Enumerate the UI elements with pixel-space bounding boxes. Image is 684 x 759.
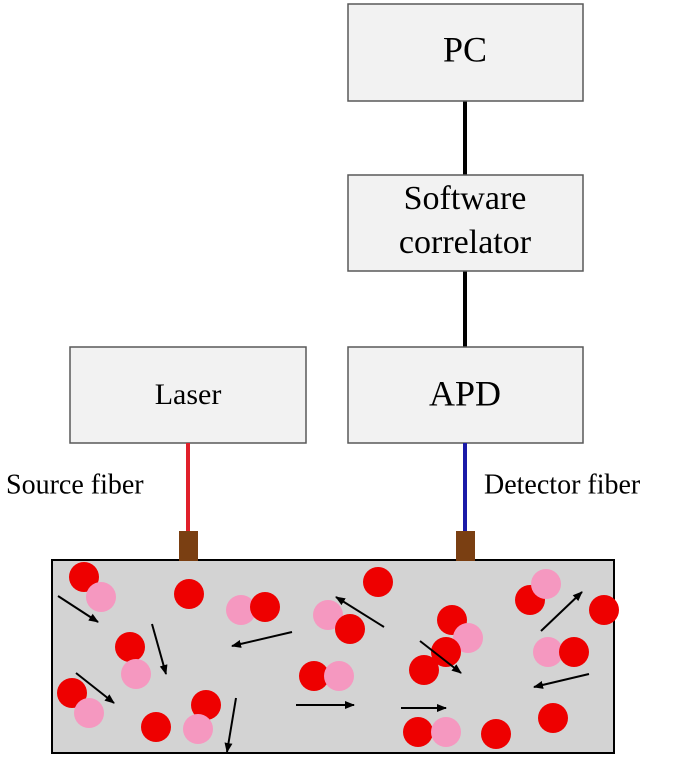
particle-light <box>313 600 343 630</box>
motion-arrow <box>75 672 115 704</box>
particle-dark <box>299 661 329 691</box>
detector-fiber-connector <box>456 531 475 561</box>
motion-arrow <box>231 631 293 648</box>
motion-arrow <box>540 591 583 632</box>
particle-light <box>431 717 461 747</box>
laser-label: Laser <box>155 378 222 411</box>
correlator-label-line2: correlator <box>399 224 532 261</box>
motion-arrow <box>335 596 385 628</box>
motion-arrow <box>419 640 462 674</box>
particle-dark <box>589 595 619 625</box>
particle-dark <box>57 678 87 708</box>
particle-light <box>531 569 561 599</box>
particle-light <box>453 623 483 653</box>
particle-group <box>57 562 619 749</box>
laser-box: Laser <box>69 346 307 444</box>
pc-label: PC <box>443 29 487 69</box>
detector-fiber-label: Detector fiber <box>484 469 641 500</box>
particle-dark <box>363 567 393 597</box>
source-fiber-connector <box>179 531 198 561</box>
particle-light <box>533 637 563 667</box>
particle-light <box>86 582 116 612</box>
motion-arrow <box>224 697 237 753</box>
particle-light <box>226 595 256 625</box>
software-correlator-box: Software correlator <box>347 174 584 272</box>
particle-dark <box>431 637 461 667</box>
particle-dark <box>335 614 365 644</box>
pc-box: PC <box>347 3 584 102</box>
motion-arrow <box>151 623 168 675</box>
motion-arrow-group <box>57 591 590 753</box>
apd-label: APD <box>429 373 501 413</box>
motion-arrow <box>533 673 590 689</box>
particle-dark <box>174 579 204 609</box>
particle-dark <box>538 703 568 733</box>
particle-light <box>183 714 213 744</box>
particle-light <box>121 659 151 689</box>
particle-dark <box>141 712 171 742</box>
particle-dark <box>191 690 221 720</box>
particle-dark <box>69 562 99 592</box>
apd-box: APD <box>347 346 584 444</box>
particle-light <box>74 698 104 728</box>
motion-arrow <box>57 595 99 623</box>
particle-dark <box>559 637 589 667</box>
particle-light <box>324 661 354 691</box>
source-fiber-label: Source fiber <box>6 469 144 500</box>
particle-dark <box>403 717 433 747</box>
particle-dark <box>409 655 439 685</box>
particle-dark <box>481 719 511 749</box>
correlator-label-line1: Software <box>404 180 527 217</box>
particle-dark <box>250 592 280 622</box>
particle-dark <box>115 632 145 662</box>
